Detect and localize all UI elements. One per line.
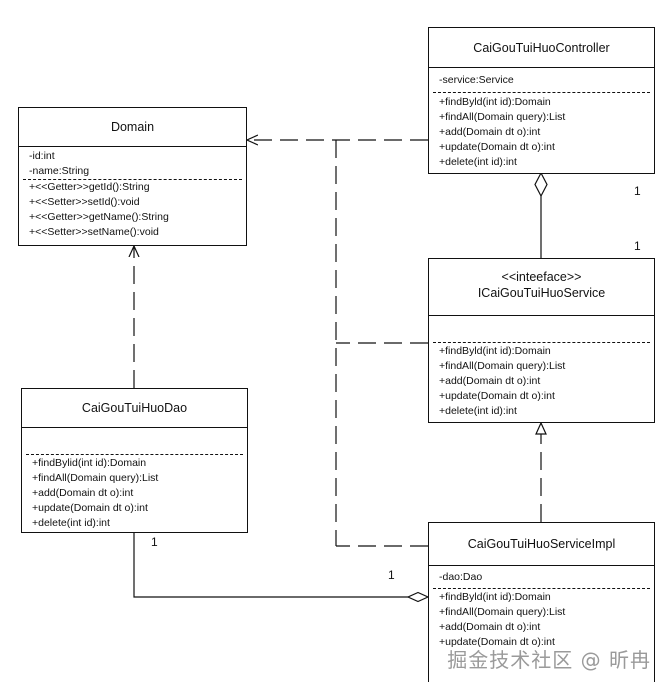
class-dao: CaiGouTuiHuoDao +findBylid(int id):Domai… <box>21 388 248 533</box>
attribute: -name:String <box>29 165 90 177</box>
method: +findByld(int id):Domain <box>439 345 551 357</box>
multiplicity-dao-end: 1 <box>151 535 158 549</box>
method: +delete(int id):int <box>439 156 517 168</box>
method: +add(Domain dt o):int <box>439 621 541 633</box>
attribute: -id:int <box>29 150 55 162</box>
method: +update(Domain dt o):int <box>439 141 555 153</box>
class-controller-methods: +findByld(int id):Domain +findAll(Domain… <box>429 93 654 170</box>
method: +delete(int id):int <box>439 405 517 417</box>
class-controller: CaiGouTuiHuoController -service:Service … <box>428 27 655 174</box>
method: +<<Getter>>getName():String <box>29 211 169 223</box>
method: +findAll(Domain query):List <box>439 606 566 618</box>
method: +add(Domain dt o):int <box>439 375 541 387</box>
class-dao-name: CaiGouTuiHuoDao <box>81 401 188 415</box>
method: +findAll(Domain query):List <box>439 360 566 372</box>
method: +<<Getter>>getId():String <box>29 181 150 193</box>
method: +add(Domain dt o):int <box>439 126 541 138</box>
class-service-impl: CaiGouTuiHuoServiceImpl -dao:Dao +findBy… <box>428 522 655 682</box>
class-domain-header: Domain <box>19 108 246 146</box>
method: +update(Domain dt o):int <box>32 502 148 514</box>
multiplicity-service-end: 1 <box>634 239 641 253</box>
class-controller-attributes: -service:Service <box>429 68 654 88</box>
multiplicity-controller-end: 1 <box>634 184 641 198</box>
agg-diamond-impl <box>406 591 430 603</box>
class-service-header: <<inteeface>> ICaiGouTuiHuoService <box>429 259 654 315</box>
class-domain: Domain -id:int -name:String +<<Getter>>g… <box>18 107 247 246</box>
class-impl-attributes: -dao:Dao <box>429 566 654 585</box>
class-dao-header: CaiGouTuiHuoDao <box>22 389 247 427</box>
class-impl-methods: +findByld(int id):Domain +findAll(Domain… <box>429 589 654 650</box>
multiplicity-impl-end: 1 <box>388 568 395 582</box>
class-domain-name: Domain <box>110 120 155 134</box>
method: +delete(int id):int <box>32 517 110 529</box>
class-dao-attributes <box>22 428 247 454</box>
method: +findAll(Domain query):List <box>439 111 566 123</box>
class-dao-methods: +findBylid(int id):Domain +findAll(Domai… <box>22 455 247 531</box>
method: +<<Setter>>setName():void <box>29 226 159 238</box>
method: +findByld(int id):Domain <box>439 96 551 108</box>
class-domain-methods: +<<Getter>>getId():String +<<Setter>>set… <box>19 180 246 240</box>
class-service-stereotype: <<inteeface>> <box>501 270 582 284</box>
method: +findBylid(int id):Domain <box>32 457 147 469</box>
method: +findAll(Domain query):List <box>32 472 159 484</box>
agg-dao-impl <box>133 533 408 598</box>
class-impl-header: CaiGouTuiHuoServiceImpl <box>429 523 654 565</box>
attribute: -dao:Dao <box>439 571 483 583</box>
attribute: -service:Service <box>439 74 514 86</box>
class-impl-name: CaiGouTuiHuoServiceImpl <box>467 537 616 551</box>
class-controller-name: CaiGouTuiHuoController <box>473 41 610 55</box>
realization-triangle <box>535 421 547 435</box>
method: +update(Domain dt o):int <box>439 390 555 402</box>
method: +update(Domain dt o):int <box>439 636 555 648</box>
class-controller-header: CaiGouTuiHuoController <box>429 28 654 67</box>
class-service-attributes <box>429 316 654 342</box>
agg-diamond-controller <box>534 171 548 198</box>
class-service-name: ICaiGouTuiHuoService <box>477 286 606 300</box>
method: +<<Setter>>setId():void <box>29 196 140 208</box>
class-service-interface: <<inteeface>> ICaiGouTuiHuoService +find… <box>428 258 655 423</box>
class-service-methods: +findByld(int id):Domain +findAll(Domain… <box>429 343 654 419</box>
method: +add(Domain dt o):int <box>32 487 134 499</box>
watermark: 掘金技术社区 @ 昕冉 <box>447 648 651 672</box>
method: +findByld(int id):Domain <box>439 591 551 603</box>
class-domain-attributes: -id:int -name:String <box>19 147 246 179</box>
